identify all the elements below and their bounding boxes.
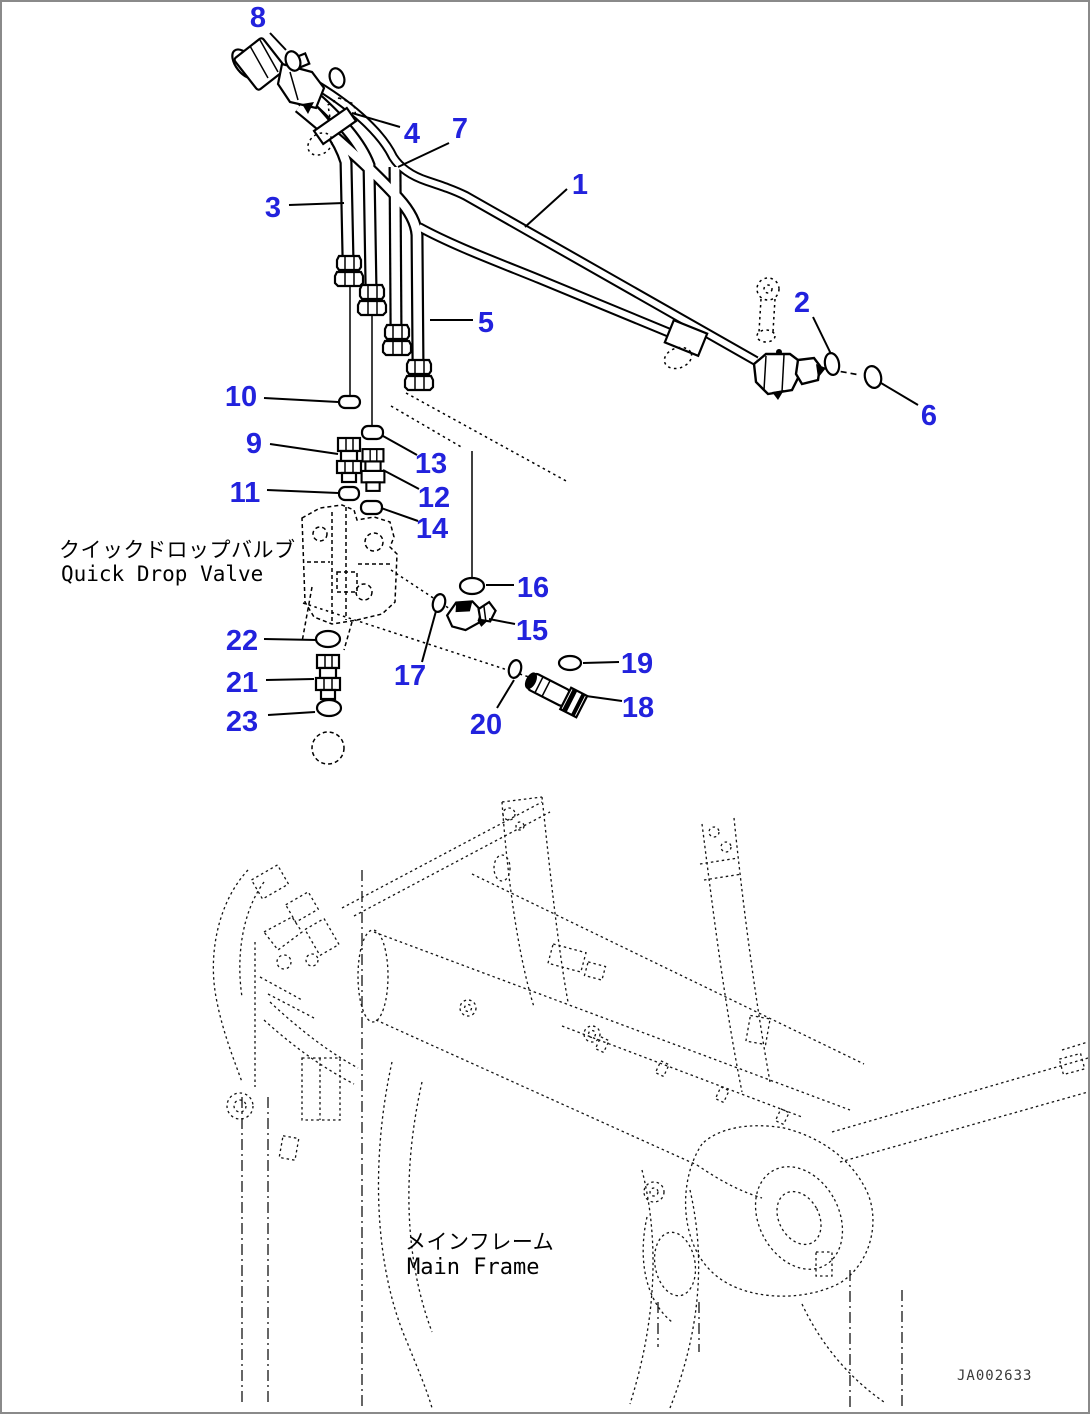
- callout-15: 15: [516, 615, 548, 647]
- callout-9: 9: [246, 428, 262, 460]
- callout-5: 5: [478, 307, 494, 339]
- callout-23: 23: [226, 706, 258, 738]
- callout-leader-4: [351, 112, 401, 128]
- main-frame-label-en: Main Frame: [407, 1255, 540, 1280]
- callout-leader-22: [263, 638, 318, 641]
- callout-leader-2: [812, 316, 832, 355]
- o-ring-14: [359, 499, 384, 516]
- callout-leader-13: [382, 435, 418, 456]
- hose-end-fitting: [231, 37, 326, 114]
- callout-leader-15: [488, 618, 516, 625]
- callout-13: 13: [415, 448, 447, 480]
- plug-17: [431, 593, 447, 613]
- adapter-fitting-9: [335, 436, 363, 484]
- callout-leader-6: [880, 382, 919, 406]
- callout-18: 18: [622, 692, 654, 724]
- reference-dotted-line: [390, 405, 464, 449]
- tube-nut: [356, 283, 388, 317]
- callout-16: 16: [517, 572, 549, 604]
- callout-2: 2: [794, 287, 810, 319]
- callout-leader-9: [269, 443, 339, 455]
- plug-8: [284, 50, 302, 72]
- piping-drawing: [231, 37, 883, 765]
- o-ring-6: [863, 365, 883, 389]
- callout-leader-20: [496, 679, 515, 709]
- callout-19: 19: [621, 648, 653, 680]
- reference-dotted-line: [390, 569, 457, 614]
- callout-3: 3: [265, 192, 281, 224]
- callout-21: 21: [226, 667, 258, 699]
- callout-10: 10: [225, 381, 257, 413]
- o-ring-23: [315, 698, 343, 718]
- callout-6: 6: [921, 400, 937, 432]
- callout-22: 22: [226, 625, 258, 657]
- o-ring-16: [458, 576, 486, 596]
- quick-drop-valve-label-en: Quick Drop Valve: [61, 562, 264, 586]
- reference-dashed-line: [820, 367, 861, 376]
- callout-14: 14: [416, 513, 448, 545]
- reference-dotted-line: [405, 392, 569, 483]
- plug-4: [328, 67, 346, 89]
- callout-leader-7: [397, 142, 450, 168]
- callout-leader-1: [524, 188, 568, 228]
- callout-1: 1: [572, 169, 588, 201]
- main-frame-label-jp: メインフレーム: [405, 1230, 555, 1254]
- o-ring-10: [337, 394, 362, 410]
- reference-dotted-line: [302, 602, 536, 680]
- o-ring-13: [360, 424, 385, 441]
- callout-20: 20: [470, 709, 502, 741]
- ghost-fitting-position: [311, 731, 345, 765]
- callout-leader-10: [263, 397, 339, 403]
- o-ring-19: [557, 654, 583, 672]
- callout-leader-14: [380, 507, 419, 522]
- callout-leader-11: [266, 489, 339, 494]
- callout-leader-19: [582, 661, 620, 664]
- quick-drop-valve-ghost: [301, 504, 398, 651]
- callout-leader-8: [269, 32, 287, 51]
- elbow-fitting-right: [663, 318, 826, 400]
- plug-20: [507, 659, 523, 679]
- callout-8: 8: [250, 2, 266, 34]
- tube-nut: [403, 358, 435, 392]
- o-ring-22: [314, 629, 342, 649]
- callout-leader-18: [585, 695, 623, 702]
- o-rings-and-plugs: [284, 50, 883, 718]
- adapter-fitting-21: [314, 653, 342, 701]
- elbow-fitting-15: [445, 600, 497, 632]
- callout-11: 11: [230, 477, 261, 509]
- quick-drop-valve-label-jp: クイックドロップバルブ: [59, 538, 296, 562]
- main-frame-sketch: [212, 796, 1088, 1410]
- union-fitting-18: [524, 672, 589, 719]
- plug-2: [823, 351, 841, 377]
- callout-leader-23: [267, 711, 316, 716]
- callout-leader-17: [421, 610, 437, 663]
- hose-clamp: [663, 318, 709, 358]
- tube-nut: [381, 323, 413, 357]
- callout-4: 4: [404, 118, 420, 150]
- callout-12: 12: [418, 482, 450, 514]
- o-ring-11: [337, 485, 361, 502]
- adapter-fitting-12: [360, 448, 386, 492]
- callout-7: 7: [452, 113, 468, 145]
- callout-leader-12: [382, 469, 420, 490]
- tube-clamp: [307, 97, 358, 156]
- callout-leader-21: [265, 678, 315, 681]
- ghost-bolt: [756, 277, 782, 355]
- drawing-number: JA002633: [957, 1368, 1033, 1384]
- callout-17: 17: [394, 660, 426, 692]
- callout-leader-3: [288, 202, 345, 206]
- tube-nut: [333, 254, 365, 288]
